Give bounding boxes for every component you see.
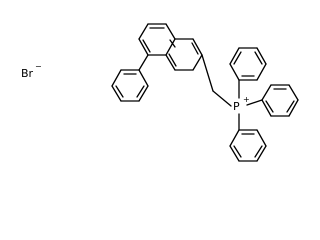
- methylene-linker: [201, 54, 232, 107]
- bond: [261, 99, 272, 117]
- bond: [165, 23, 176, 40]
- double-bond-inner: [169, 39, 176, 48]
- bond: [256, 63, 267, 81]
- phenyl-ring-bottom-left: [111, 54, 149, 102]
- double-bond-inner: [286, 100, 295, 113]
- bond: [288, 84, 299, 101]
- bond: [165, 38, 176, 56]
- double-bond-inner: [265, 100, 274, 113]
- bond: [288, 99, 299, 117]
- bond: [138, 38, 149, 56]
- bond: [201, 54, 214, 92]
- phenyl-ring-bottom: [229, 113, 267, 162]
- bond: [138, 85, 149, 102]
- bond: [256, 145, 267, 162]
- bromide-ion: Br −: [21, 62, 42, 80]
- bond: [138, 54, 149, 71]
- double-bond-inner: [233, 51, 242, 65]
- bond: [246, 99, 263, 106]
- naphthalene-ring-left: [138, 23, 176, 56]
- naphthalene-ring-right: [165, 38, 203, 71]
- double-bond-inner: [136, 85, 145, 98]
- bond: [165, 54, 176, 71]
- bond: [138, 23, 149, 40]
- double-bond-inner: [168, 53, 177, 67]
- bond: [229, 47, 240, 65]
- bond: [256, 47, 267, 65]
- bond: [192, 38, 203, 56]
- phenyl-ring-top: [229, 47, 267, 99]
- double-bond-inner: [233, 145, 242, 158]
- bond: [192, 54, 203, 71]
- bond: [138, 69, 149, 87]
- bond: [229, 129, 240, 147]
- double-bond-inner: [254, 145, 263, 158]
- bond: [256, 129, 267, 147]
- double-bond-inner: [115, 85, 124, 98]
- phosphonium-charge: +: [243, 95, 250, 104]
- double-bond-inner: [254, 51, 263, 65]
- double-bond-inner: [142, 39, 151, 53]
- phosphorus-center: P +: [233, 95, 250, 113]
- phenyl-ring-right: [246, 84, 299, 117]
- bromide-charge: −: [35, 62, 42, 71]
- bond: [229, 63, 240, 81]
- bond: [111, 69, 122, 87]
- phosphorus-atom-label: P: [233, 100, 240, 113]
- bond: [212, 90, 232, 107]
- bond: [261, 84, 272, 101]
- bond: [111, 85, 122, 102]
- bromine-atom-label: Br: [21, 67, 34, 80]
- bond: [229, 145, 240, 162]
- chemical-structure: Br −: [21, 23, 299, 162]
- double-bond-inner: [191, 42, 199, 55]
